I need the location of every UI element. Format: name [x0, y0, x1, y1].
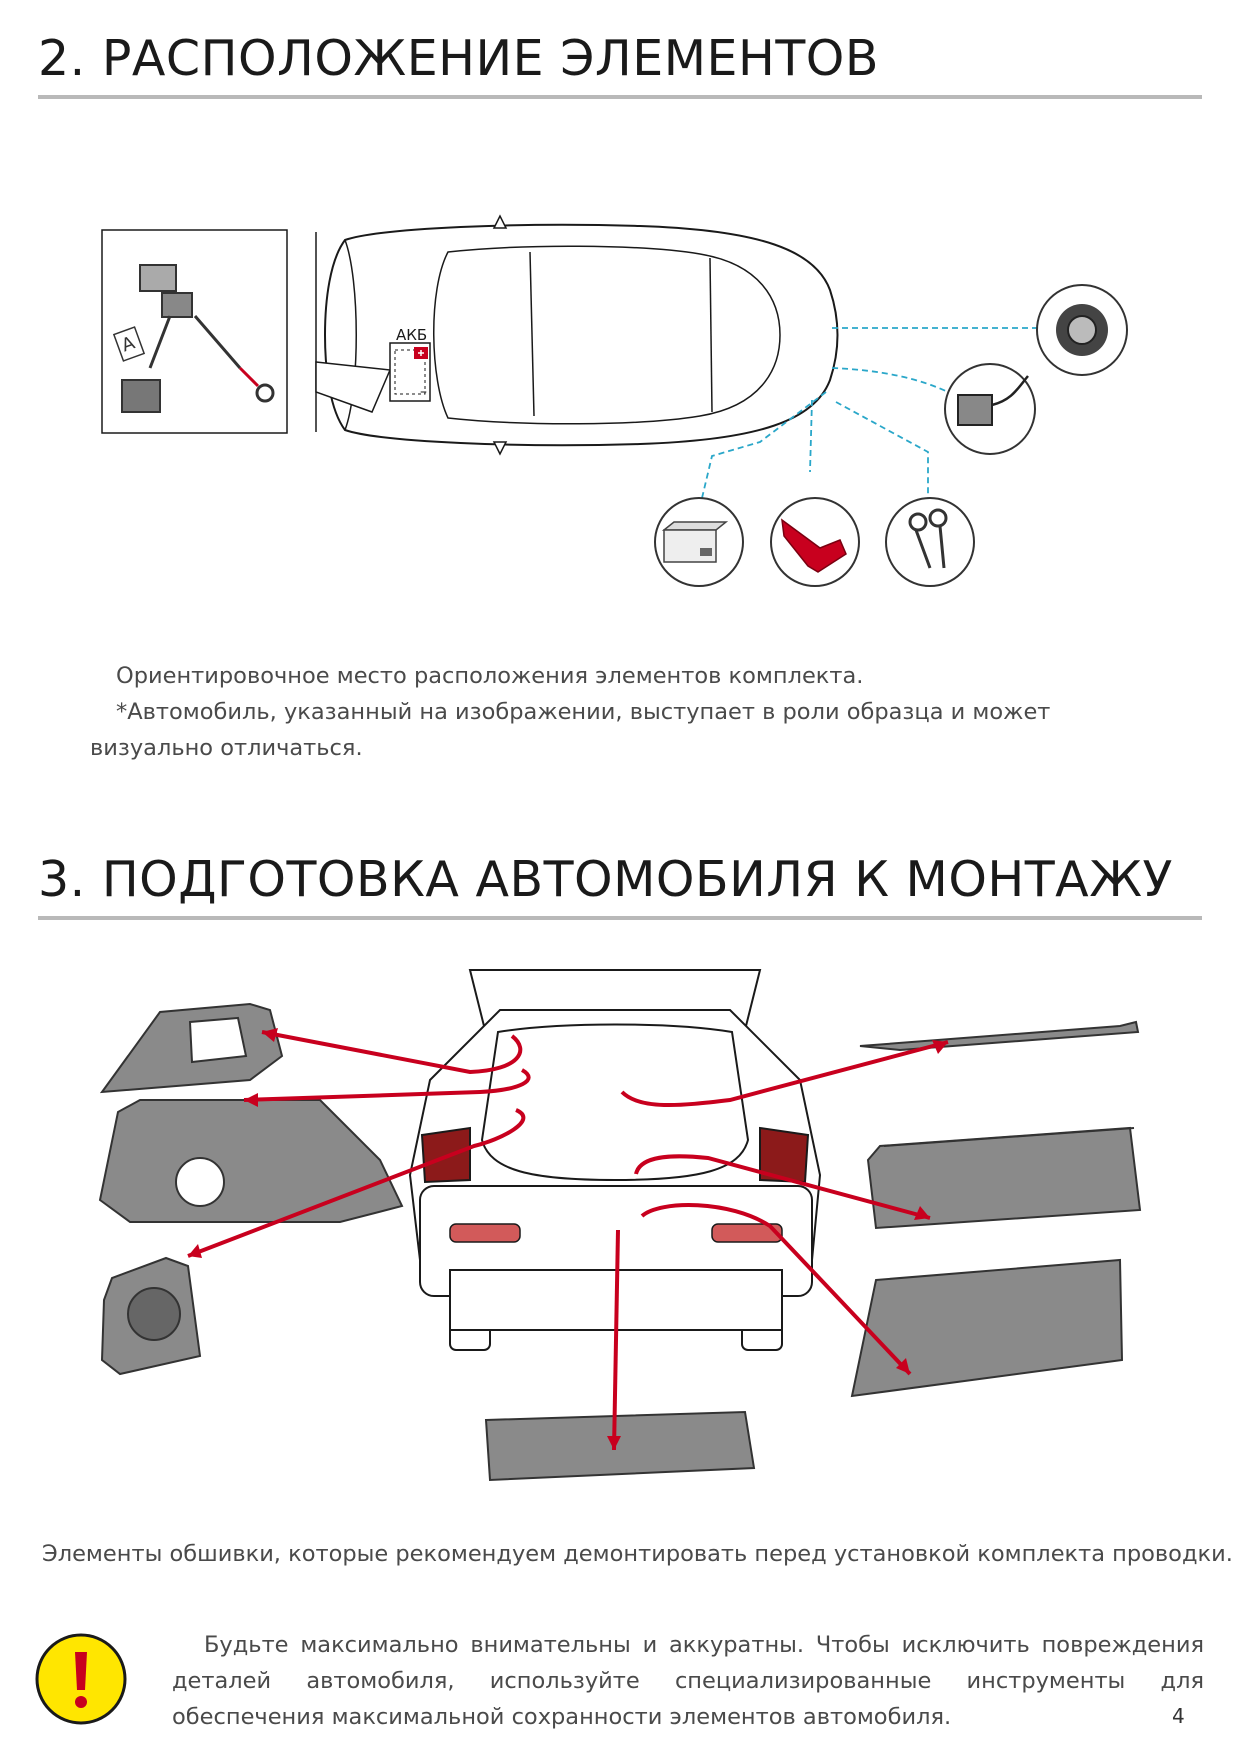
socket-component-icon: [1036, 284, 1128, 376]
exclamation-warning-icon: [35, 1633, 127, 1725]
ring-terminal-component-icon: [885, 497, 975, 587]
page-number: 4: [1172, 1704, 1185, 1728]
splice-connector-component-icon: [770, 497, 860, 587]
left-side-trim-part: [98, 1099, 404, 1223]
wiring-harness-inset: [101, 229, 288, 434]
control-unit-component-icon: [654, 497, 744, 587]
caption-line-1: Ориентировочное место расположения элеме…: [116, 663, 864, 689]
battery-label: АКБ: [396, 326, 427, 344]
trim-caption: Элементы обшивки, которые рекомендуем де…: [42, 1541, 1233, 1567]
connector-component-icon: [944, 363, 1036, 455]
caption-line-2: *Автомобиль, указанный на изображении, в…: [90, 694, 1170, 766]
rear-bumper-trim-part: [484, 1410, 756, 1482]
warning-text-content: Будьте максимально внимательны и аккурат…: [172, 1632, 1204, 1730]
section-2-title: 2. РАСПОЛОЖЕНИЕ ЭЛЕМЕНТОВ: [38, 34, 1202, 99]
location-caption: Ориентировочное место расположения элеме…: [90, 658, 1170, 766]
svg-text:–: –: [420, 384, 427, 400]
warning-text: Будьте максимально внимательны и аккурат…: [172, 1627, 1204, 1735]
caption-line-2-text: *Автомобиль, указанный на изображении, в…: [90, 699, 1051, 761]
removal-arrows: [187, 1028, 949, 1451]
trunk-floor-mat-part: [850, 1258, 1124, 1398]
car-top-view: –: [315, 214, 839, 456]
section-3-title: 3. ПОДГОТОВКА АВТОМОБИЛЯ К МОНТАЖУ: [38, 855, 1202, 920]
elements-location-diagram: А – АКБ: [101, 214, 1128, 587]
rear-panel-trim-part: [866, 1126, 1142, 1230]
cargo-cover-part: [859, 1020, 1140, 1052]
trim-removal-diagram: [98, 969, 1142, 1482]
